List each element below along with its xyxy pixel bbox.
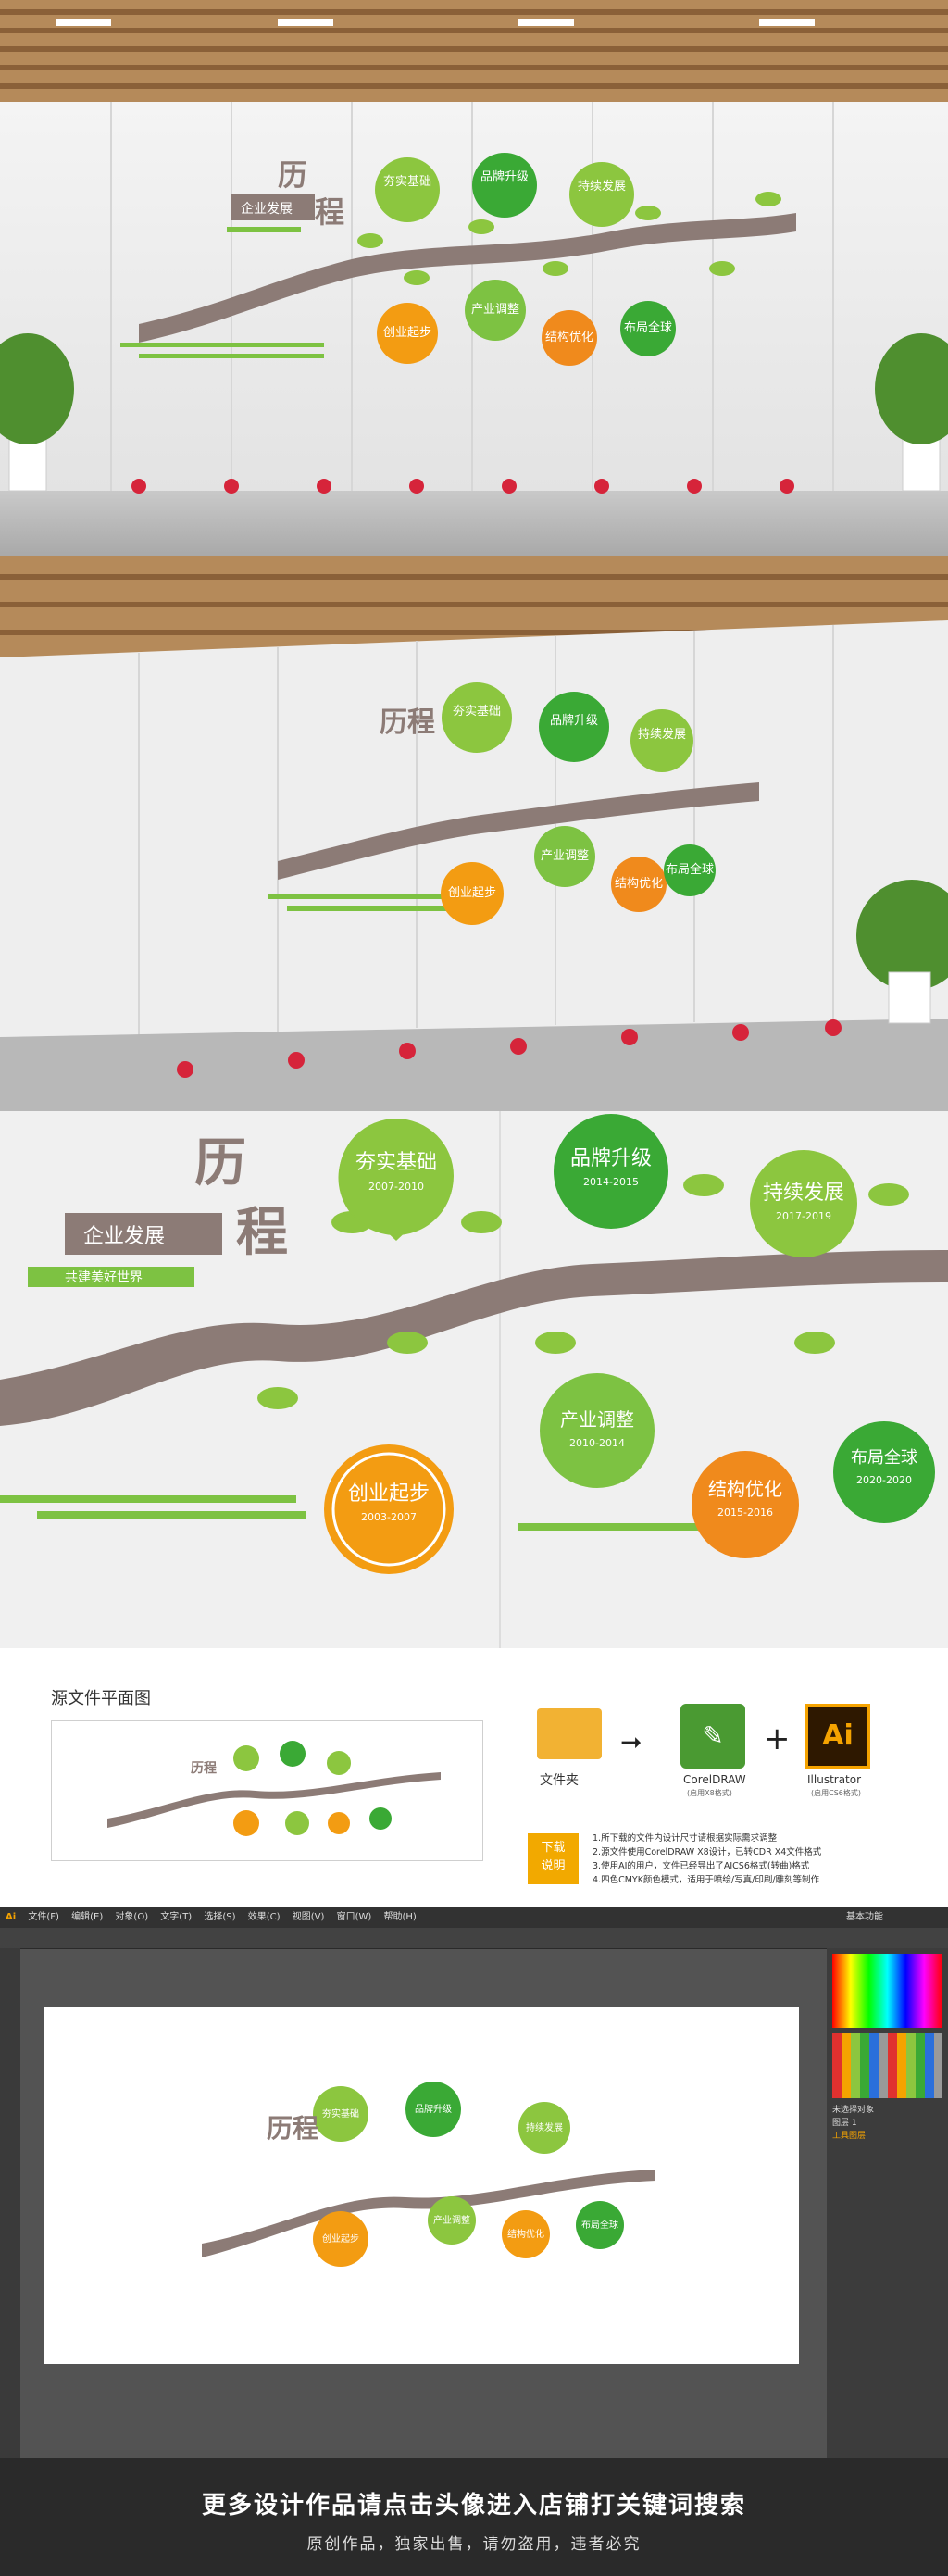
artboard-title: 历程 (267, 2113, 318, 2144)
badge-line-1: 下载 (541, 1841, 566, 1855)
section-heading: 源文件平面图 (51, 1689, 151, 1708)
menu-object[interactable]: 对象(O) (115, 1912, 149, 1922)
menu-effect[interactable]: 效果(C) (247, 1912, 281, 1922)
closeup-drop-1-years: 2007-2010 (368, 1181, 424, 1193)
plus-icon: + (764, 1720, 791, 1757)
closeup-char-1: 历 (194, 1133, 246, 1194)
drop-1-title: 夯实基础 (383, 175, 431, 189)
closeup-drop-5-title: 产业调整 (560, 1408, 634, 1431)
closeup-char-2: 程 (236, 1203, 288, 1263)
menu-file[interactable]: 文件(F) (28, 1912, 59, 1922)
artboard-stage-2: 品牌升级 (415, 2103, 452, 2115)
closeup-drop-2-years: 2014-2015 (583, 1176, 639, 1188)
coreldraw-icon: ✎ (680, 1704, 745, 1769)
r2-drop-2: 品牌升级 (550, 713, 598, 728)
r2-drop-6: 结构优化 (615, 877, 663, 891)
swatches-panel[interactable] (832, 2033, 942, 2098)
closeup-drop-2-title: 品牌升级 (570, 1147, 652, 1170)
editor-window: Ai 文件(F) 编辑(E) 对象(O) 文字(T) 选择(S) 效果(C) 视… (0, 1907, 948, 2458)
source-file-section: 源文件平面图 历程 文件夹 ➞ ✎ CorelDRAW (启用X8格式) + A… (0, 1648, 948, 1907)
title-char-1: 历 (278, 157, 307, 193)
r2-drop-4: 创业起步 (448, 886, 496, 900)
note-4: 4.四色CMYK颜色模式，适用于喷绘/写真/印刷/雕刻等制作 (592, 1875, 820, 1885)
coreldraw-note: (启用X8格式) (687, 1789, 732, 1797)
r2-drop-7: 布局全球 (666, 862, 714, 877)
drop-3-title: 持续发展 (578, 179, 626, 194)
closeup-drop-5-years: 2010-2014 (569, 1437, 625, 1449)
plant-left (0, 333, 74, 492)
r2-drop-3: 持续发展 (638, 727, 686, 742)
footer-line-1: 更多设计作品请点击头像进入店铺打关键词搜索 (201, 2492, 746, 2520)
footer-line-2: 原创作品，独家出售，请勿盗用，违者必究 (306, 2535, 642, 2554)
artboard-stage-4: 创业起步 (322, 2232, 359, 2245)
subtitle: 企业发展 (241, 201, 293, 217)
closeup-slogan: 共建美好世界 (65, 1270, 143, 1285)
workspace-switcher[interactable]: 基本功能 (846, 1912, 883, 1922)
layer-item-1[interactable]: 未选择对象 (832, 2106, 875, 2115)
wall-render-1: 历 程 企业发展 夯实基础 品牌升级 持续发展 创业起步 产业调整 结构优化 布… (0, 0, 948, 556)
flat-preview: 历程 (51, 1720, 483, 1861)
closeup-drop-6-title: 结构优化 (708, 1478, 782, 1500)
menu-type[interactable]: 文字(T) (160, 1912, 193, 1922)
note-2: 2.源文件使用CorelDRAW X8设计，已转CDR X4文件格式 (592, 1847, 822, 1857)
menu-help[interactable]: 帮助(H) (383, 1912, 417, 1922)
note-1: 1.所下载的文件内设计尺寸请根据实际需求调整 (592, 1833, 778, 1844)
artboard-stage-3: 持续发展 (526, 2121, 563, 2133)
closeup-drop-7-years: 2020-2020 (856, 1474, 912, 1486)
layer-item-3[interactable]: 工具图层 (832, 2132, 867, 2141)
r2-title: 历程 (380, 707, 435, 739)
artboard[interactable]: 历程 夯实基础 品牌升级 持续发展 创业起步 产业调整 结构优化 布局全球 (44, 2007, 799, 2364)
badge-line-2: 说明 (541, 1859, 566, 1873)
artboard-stage-6: 结构优化 (507, 2228, 544, 2240)
color-picker[interactable] (832, 1954, 942, 2028)
r2-drop-5: 产业调整 (541, 849, 589, 863)
wall-render-2: 夯实基础 品牌升级 持续发展 创业起步 产业调整 结构优化 布局全球 历程 (0, 556, 948, 1111)
plant-right (875, 333, 948, 492)
ai-icon: Ai (805, 1704, 870, 1769)
closeup-drop-7-title: 布局全球 (851, 1448, 917, 1468)
closeup-drop-4-years: 2003-2007 (361, 1511, 417, 1523)
drop-2-title: 品牌升级 (480, 169, 529, 184)
drop-6-title: 结构优化 (545, 331, 593, 344)
closeup-drop-4-title: 创业起步 (348, 1482, 430, 1506)
app-logo[interactable]: Ai (6, 1912, 17, 1922)
arrow-icon: ➞ (620, 1727, 642, 1757)
closeup-drop-3-title: 持续发展 (763, 1182, 844, 1205)
folder-icon (537, 1708, 602, 1759)
artboard-stage-7: 布局全球 (581, 2219, 618, 2231)
artboard-stage-1: 夯实基础 (322, 2107, 359, 2120)
folder-label: 文件夹 (540, 1773, 579, 1788)
right-panels: 未选择对象 图层 1 工具图层 (827, 1948, 948, 2458)
menu-edit[interactable]: 编辑(E) (71, 1912, 104, 1922)
artboard-stage-5: 产业调整 (433, 2214, 470, 2226)
closeup-drop-6-years: 2015-2016 (717, 1507, 773, 1519)
menu-window[interactable]: 窗口(W) (336, 1912, 372, 1922)
editor-menubar: Ai 文件(F) 编辑(E) 对象(O) 文字(T) 选择(S) 效果(C) 视… (0, 1907, 948, 1928)
tools-panel[interactable] (0, 1948, 20, 2458)
coreldraw-label: CorelDRAW (683, 1773, 746, 1786)
closeup-drop-1-title: 夯实基础 (356, 1151, 437, 1174)
drop-7-title: 布局全球 (624, 320, 672, 335)
closeup-drop-3-years: 2017-2019 (776, 1210, 831, 1222)
drop-5-title: 产业调整 (471, 303, 519, 317)
layer-item-2[interactable]: 图层 1 (832, 2119, 857, 2128)
drop-4-title: 创业起步 (383, 326, 431, 340)
download-notes: 1.所下载的文件内设计尺寸请根据实际需求调整 2.源文件使用CorelDRAW … (592, 1832, 821, 1887)
footer-banner: 更多设计作品请点击头像进入店铺打关键词搜索 原创作品，独家出售，请勿盗用，违者必… (0, 2458, 948, 2576)
r2-drop-1: 夯实基础 (453, 705, 501, 719)
illustrator-note: (启用CS6格式) (811, 1789, 861, 1797)
wall-closeup: 企业发展 历 程 共建美好世界 夯实基础 2007-2010 品牌升级 2014… (0, 1111, 948, 1648)
illustrator-label: Illustrator (807, 1773, 862, 1786)
layers-panel[interactable]: 未选择对象 图层 1 工具图层 (832, 2104, 942, 2143)
note-3: 3.使用AI的用户，文件已经导出了AICS6格式(转曲)格式 (592, 1861, 810, 1871)
preview-title: 历程 (191, 1761, 217, 1776)
menu-select[interactable]: 选择(S) (204, 1912, 236, 1922)
closeup-subtitle: 企业发展 (83, 1225, 165, 1248)
download-badge: 下载 说明 (528, 1833, 579, 1884)
control-bar (0, 1928, 948, 1949)
menu-view[interactable]: 视图(V) (292, 1912, 325, 1922)
title-char-2: 程 (315, 194, 344, 230)
